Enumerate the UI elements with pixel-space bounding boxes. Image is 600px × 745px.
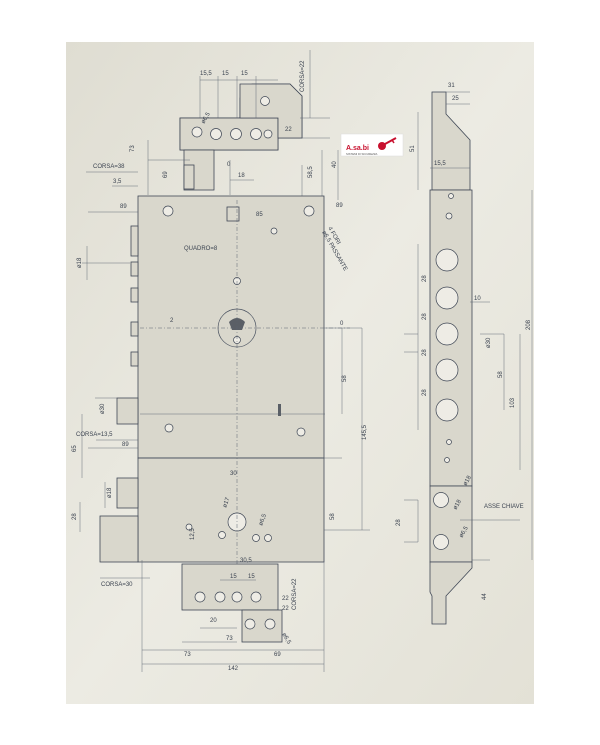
left-dimension-texts: CORSA=38 3,5 89 ø18 ø30 CORSA=13,5 65 89…: [72, 164, 133, 588]
right-dimension-texts: 31 25 51 15,5 28 28 28 28 10 ø30 58 103 …: [396, 83, 532, 600]
top-plate: [179, 83, 303, 191]
svg-text:CORSA=22: CORSA=22: [292, 578, 298, 610]
left-dimension-lines: [79, 171, 150, 579]
svg-text:28: 28: [422, 275, 428, 282]
svg-text:73: 73: [184, 652, 191, 658]
svg-text:QUADRO=8: QUADRO=8: [184, 246, 218, 252]
right-profile: [429, 91, 473, 625]
top-dimension-lines: [147, 50, 339, 200]
svg-text:208: 208: [526, 319, 532, 330]
svg-text:10: 10: [474, 296, 481, 302]
svg-text:145,5: 145,5: [362, 424, 368, 440]
bottom-dimension-lines: [141, 560, 325, 672]
svg-text:18: 18: [238, 173, 245, 179]
svg-text:15: 15: [222, 71, 229, 77]
svg-text:22: 22: [285, 127, 292, 133]
svg-text:31: 31: [448, 83, 455, 89]
body-center-lines: [140, 200, 370, 600]
svg-text:ø18: ø18: [107, 487, 113, 498]
svg-text:ø30: ø30: [100, 403, 106, 414]
right-dimension-lines: [404, 91, 533, 561]
svg-text:69: 69: [163, 171, 169, 178]
svg-text:22: 22: [282, 596, 289, 602]
svg-text:ø18: ø18: [77, 257, 83, 268]
svg-text:73: 73: [130, 145, 136, 152]
svg-text:3,5: 3,5: [113, 179, 122, 185]
svg-text:ø18: ø18: [463, 474, 474, 487]
svg-text:103: 103: [510, 397, 516, 408]
key-icon: [378, 137, 397, 150]
svg-text:73: 73: [226, 636, 233, 642]
svg-text:15: 15: [241, 71, 248, 77]
svg-text:65: 65: [72, 445, 78, 452]
svg-text:51: 51: [410, 145, 416, 152]
svg-text:58: 58: [342, 375, 348, 382]
svg-text:ø6,5: ø6,5: [201, 111, 213, 125]
svg-text:15: 15: [248, 574, 255, 580]
svg-text:ø17: ø17: [222, 496, 231, 508]
svg-text:28: 28: [422, 389, 428, 396]
svg-text:2: 2: [170, 318, 174, 324]
svg-text:28: 28: [422, 349, 428, 356]
svg-text:30,5: 30,5: [240, 558, 252, 564]
svg-text:25: 25: [452, 96, 459, 102]
svg-text:15,5: 15,5: [200, 71, 212, 77]
svg-text:CORSA=30: CORSA=30: [101, 582, 133, 588]
svg-text:85: 85: [256, 212, 263, 218]
svg-text:28: 28: [72, 513, 78, 520]
svg-text:69: 69: [274, 652, 281, 658]
lock-body: [137, 195, 325, 563]
svg-text:ø6,5: ø6,5: [280, 632, 292, 646]
bottom-plate: [181, 563, 283, 643]
svg-text:22: 22: [282, 606, 289, 612]
svg-text:89: 89: [122, 442, 129, 448]
bottom-dimension-texts: 15 15 22 20 22 CORSA=22 73 ø6,5 73 69 14…: [184, 574, 298, 672]
svg-text:28: 28: [396, 519, 402, 526]
svg-text:0: 0: [340, 321, 344, 327]
svg-text:20: 20: [210, 618, 217, 624]
svg-text:0: 0: [227, 162, 231, 168]
asabi-logo: A.sa.bi SISTEMI DI SICUREZZA: [340, 133, 404, 157]
svg-text:28: 28: [422, 313, 428, 320]
svg-text:SISTEMI DI SICUREZZA: SISTEMI DI SICUREZZA: [346, 152, 378, 156]
svg-text:A.sa.bi: A.sa.bi: [346, 145, 369, 152]
svg-text:CORSA=38: CORSA=38: [93, 164, 125, 170]
svg-text:40: 40: [332, 161, 338, 168]
svg-text:89: 89: [120, 204, 127, 210]
svg-text:15: 15: [230, 574, 237, 580]
svg-text:58: 58: [330, 513, 336, 520]
svg-text:ø30: ø30: [486, 337, 492, 348]
svg-text:58: 58: [498, 371, 504, 378]
svg-text:142: 142: [228, 666, 239, 672]
svg-text:12,5: 12,5: [190, 528, 196, 540]
svg-text:CORSA=22: CORSA=22: [300, 60, 306, 92]
svg-text:58,5: 58,5: [308, 166, 314, 178]
svg-text:ø6,5: ø6,5: [459, 525, 471, 539]
svg-text:CORSA=13,5: CORSA=13,5: [76, 432, 113, 438]
svg-text:44: 44: [482, 593, 488, 600]
svg-text:ø6,5: ø6,5: [258, 513, 268, 527]
left-profiles: [99, 225, 139, 563]
svg-text:15,5: 15,5: [434, 161, 446, 167]
svg-text:89: 89: [336, 203, 343, 209]
top-dimension-texts: 15,5 15 15 CORSA=22 ø6,5 22 73 69 40 58,…: [130, 60, 338, 179]
svg-text:ASSE CHIAVE: ASSE CHIAVE: [484, 504, 524, 510]
svg-text:30: 30: [230, 471, 237, 477]
svg-text:ø18: ø18: [453, 498, 464, 511]
